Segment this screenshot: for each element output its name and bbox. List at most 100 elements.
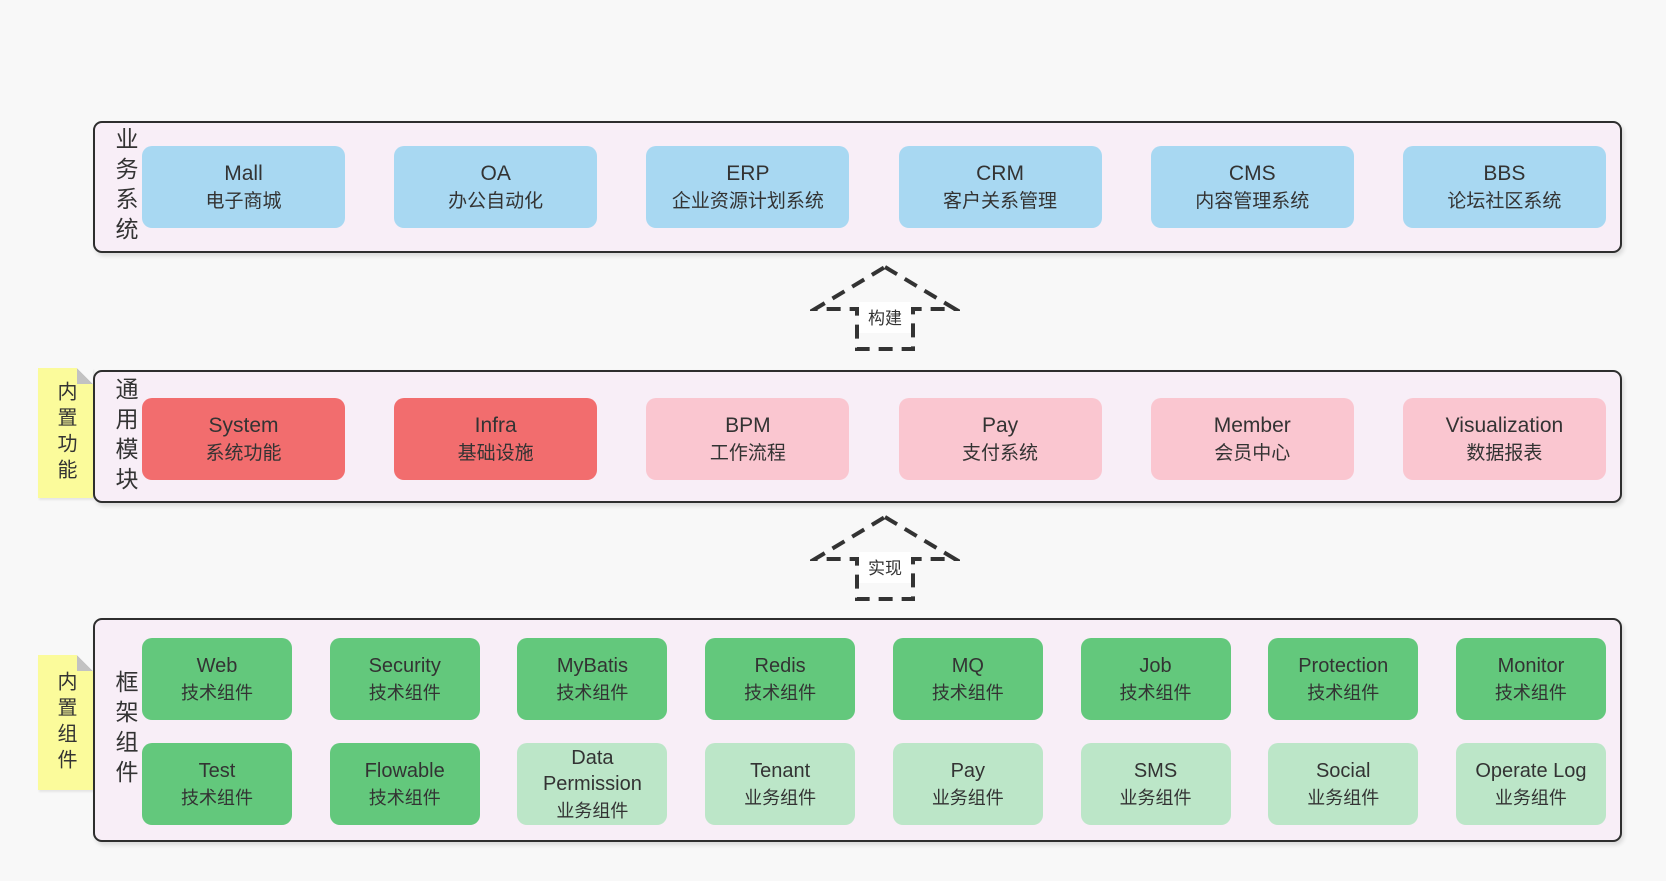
box-subtitle: 技术组件 (368, 682, 441, 703)
box-title: Job (1139, 654, 1172, 677)
box-social: Social 业务组件 (1268, 743, 1419, 825)
band-label-business-systems: 业务系统 (112, 127, 138, 247)
box-title: MyBatis (556, 654, 628, 677)
box-subtitle: 业务组件 (744, 787, 817, 808)
sticky-label: 内置功能 (54, 381, 76, 485)
band-label-framework-components: 框架组件 (112, 670, 138, 790)
arrow-label-bg (859, 552, 911, 583)
box-protection: Protection 技术组件 (1268, 638, 1419, 720)
box-mall: Mall 电子商城 (142, 146, 345, 228)
box-subtitle: 业务组件 (1119, 787, 1192, 808)
arrow-outline (810, 514, 960, 601)
box-title: Flowable (364, 759, 445, 782)
box-title: Infra (474, 413, 517, 437)
box-subtitle: 客户关系管理 (943, 190, 1058, 212)
box-subtitle: 支付系统 (962, 442, 1039, 464)
box-tenant: Tenant 业务组件 (705, 743, 856, 825)
box-subtitle: 技术组件 (1494, 682, 1567, 703)
box-title: CMS (1228, 161, 1276, 185)
box-subtitle: 系统功能 (205, 442, 282, 464)
box-subtitle: 业务组件 (931, 787, 1004, 808)
box-crm: CRM 客户关系管理 (898, 146, 1102, 228)
sticky-built-in-features: 内置功能 (38, 368, 93, 498)
band-common-modules: 通用模块 System 系统功能 Infra 基础设施 BPM 工作流程 Pay… (93, 370, 1622, 503)
box-subtitle: 技术组件 (1307, 682, 1380, 703)
box-subtitle: 技术组件 (368, 787, 441, 808)
box-title: SMS (1133, 759, 1178, 782)
box-member: Member 会员中心 (1150, 398, 1354, 480)
box-system: System 系统功能 (142, 398, 345, 480)
box-title: OA (480, 161, 511, 185)
box-job: Job 技术组件 (1080, 638, 1231, 720)
band-framework-components: 框架组件 Web 技术组件 Security 技术组件 MyBatis 技术组件… (93, 618, 1622, 842)
box-data-permission: Data Permission 业务组件 (517, 743, 668, 825)
box-title: Tenant (750, 759, 811, 782)
box-title: ERP (726, 161, 770, 185)
box-monitor: Monitor 技术组件 (1455, 638, 1606, 720)
arrow-implement: 实现 (810, 514, 960, 601)
box-mq: MQ 技术组件 (892, 638, 1043, 720)
box-subtitle: 企业资源计划系统 (671, 190, 824, 212)
modules-box-row: System 系统功能 Infra 基础设施 BPM 工作流程 Pay 支付系统… (142, 398, 1606, 480)
box-flowable: Flowable 技术组件 (329, 743, 480, 825)
box-security: Security 技术组件 (329, 638, 480, 720)
box-mybatis: MyBatis 技术组件 (517, 638, 668, 720)
box-bbs: BBS 论坛社区系统 (1402, 146, 1606, 228)
band-label-common-modules: 通用模块 (112, 376, 138, 497)
box-web: Web 技术组件 (142, 638, 292, 720)
arrow-label: 实现 (868, 559, 902, 578)
box-subtitle: 会员中心 (1214, 442, 1291, 464)
box-subtitle: 技术组件 (931, 682, 1004, 703)
box-operate-log: Operate Log 业务组件 (1455, 743, 1606, 825)
arrow-label-bg (859, 302, 911, 333)
box-title: Social (1315, 759, 1371, 782)
business-box-row: Mall 电子商城 OA 办公自动化 ERP 企业资源计划系统 CRM 客户关系… (142, 146, 1606, 228)
box-title: BBS (1483, 161, 1526, 185)
box-subtitle: 办公自动化 (448, 190, 544, 212)
components-box-row-1: Web 技术组件 Security 技术组件 MyBatis 技术组件 Redi… (142, 638, 1606, 720)
sticky-label: 内置组件 (54, 670, 76, 775)
box-title: BPM (725, 413, 771, 437)
box-pay-business: Pay 业务组件 (892, 743, 1043, 825)
box-title: Protection (1298, 654, 1389, 677)
box-cms: CMS 内容管理系统 (1150, 146, 1354, 228)
box-title: MQ (951, 654, 984, 677)
box-subtitle: 论坛社区系统 (1447, 190, 1562, 212)
box-title: Redis (754, 654, 806, 677)
box-subtitle: 技术组件 (181, 787, 253, 808)
box-subtitle: 技术组件 (181, 682, 253, 703)
box-subtitle: 技术组件 (556, 682, 629, 703)
box-subtitle: 业务组件 (1307, 787, 1380, 808)
arrow-label: 构建 (868, 309, 902, 328)
band-business-systems: 业务系统 Mall 电子商城 OA 办公自动化 ERP 企业资源计划系统 CRM… (93, 121, 1622, 253)
box-title: Monitor (1497, 654, 1565, 677)
box-title: Web (196, 654, 238, 677)
box-subtitle: 业务组件 (556, 800, 629, 821)
box-subtitle: 业务组件 (1494, 787, 1567, 808)
box-title: Member (1213, 413, 1291, 437)
box-title: System (208, 413, 279, 437)
box-title: Security (368, 654, 441, 677)
box-title: Test (198, 759, 236, 782)
box-test: Test 技术组件 (142, 743, 292, 825)
box-subtitle: 电子商城 (205, 190, 282, 212)
box-title: Pay (950, 759, 986, 782)
box-title: CRM (976, 161, 1024, 185)
box-title: Operate Log (1475, 759, 1587, 782)
box-subtitle: 技术组件 (1119, 682, 1192, 703)
box-sms: SMS 业务组件 (1080, 743, 1231, 825)
box-subtitle: 工作流程 (709, 442, 786, 464)
box-subtitle: 技术组件 (744, 682, 817, 703)
box-title: Data Permission (542, 746, 642, 795)
sticky-built-in-components: 内置组件 (38, 655, 93, 790)
box-subtitle: 基础设施 (457, 442, 534, 464)
components-box-row-2: Test 技术组件 Flowable 技术组件 Data Permission … (142, 743, 1606, 825)
box-title: Mall (224, 161, 263, 185)
box-erp: ERP 企业资源计划系统 (646, 146, 850, 228)
box-visualization: Visualization 数据报表 (1402, 398, 1606, 480)
box-title: Pay (981, 413, 1019, 437)
arrow-build: 构建 (810, 264, 960, 351)
box-pay: Pay 支付系统 (898, 398, 1102, 480)
box-subtitle: 内容管理系统 (1195, 190, 1310, 212)
